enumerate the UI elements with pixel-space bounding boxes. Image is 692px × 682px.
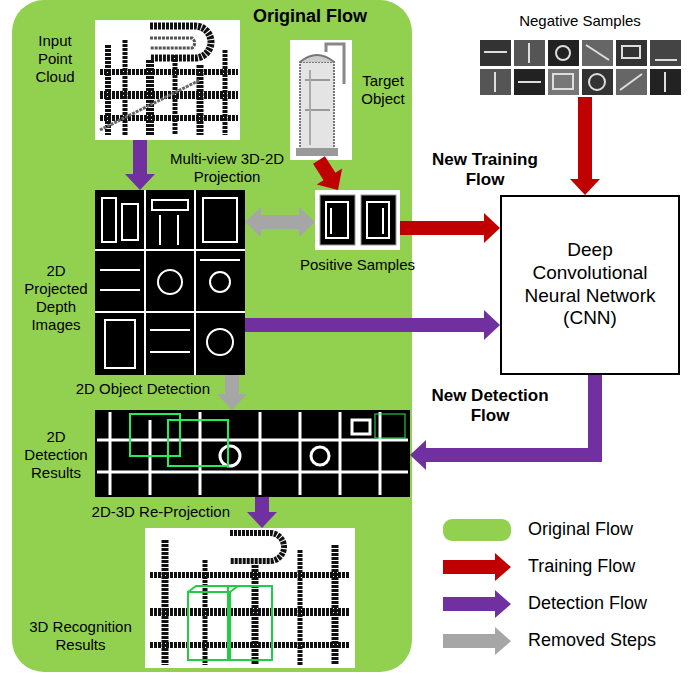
edge-label: Multi-view 3D-2D Projection <box>152 150 302 186</box>
flow-arrow <box>410 375 595 470</box>
panel-title: Original Flow <box>215 6 405 28</box>
arrow-head <box>495 590 511 618</box>
flow-arrow <box>217 375 247 410</box>
arrow-head <box>317 168 342 190</box>
arrow-head <box>247 512 277 528</box>
flow-arrow <box>400 213 500 243</box>
arrow-shaft <box>443 597 496 611</box>
legend-arrow-shape <box>443 590 511 618</box>
arrow-head <box>570 179 600 195</box>
arrow-head <box>495 627 511 655</box>
image-label: 2D Projected Depth Images <box>20 262 92 334</box>
flow-arrow <box>247 497 277 528</box>
arrow-shaft <box>578 97 592 180</box>
legend-text: Detection Flow <box>528 593 647 615</box>
arrow-head <box>245 207 261 237</box>
image-node: Positive Samples <box>315 190 400 250</box>
edge-label: 2D-3D Re-Projection <box>40 503 230 521</box>
image-label: Positive Samples <box>295 256 420 274</box>
edge-label: New Training Flow <box>420 150 550 191</box>
image-node: Target Object <box>290 40 352 160</box>
depth-images-picture <box>95 190 245 375</box>
arrow-shaft <box>245 318 485 332</box>
image-node: Input Point Cloud <box>95 20 240 140</box>
flow-arrow <box>245 207 315 237</box>
flow-arrow <box>317 160 342 190</box>
image-node: 3D Recognition Results <box>145 528 355 668</box>
legend-swatch <box>443 519 511 541</box>
process-box: Deep Convolutional Neural Network (CNN) <box>500 195 680 375</box>
arrow-head <box>299 207 315 237</box>
legend-arrow-shape <box>443 553 511 581</box>
arrow-head <box>410 440 426 470</box>
legend-text: Training Flow <box>528 556 635 578</box>
arrow-shaft <box>260 215 300 229</box>
image-node: 2D Projected Depth Images <box>95 190 245 375</box>
edge-label: 2D Object Detection <box>40 380 210 398</box>
arrow-head <box>484 213 500 243</box>
target-object-picture <box>290 40 352 160</box>
flow-panel: Original FlowInput Point CloudTarget Obj… <box>12 0 412 672</box>
arrow-shaft <box>425 375 595 455</box>
arrow-shaft <box>443 560 496 574</box>
arrow-head <box>484 310 500 340</box>
image-label: Input Point Cloud <box>20 32 90 86</box>
flow-panel-fill <box>12 0 412 672</box>
flow-arrow <box>245 310 500 340</box>
arrow-shaft <box>225 375 239 395</box>
arrow-shaft <box>400 221 485 235</box>
arrow-shaft <box>133 140 147 175</box>
legend-arrow <box>441 626 513 656</box>
positive-samples-picture <box>315 190 400 250</box>
detection-results-picture <box>95 410 410 497</box>
arrow-head <box>495 553 511 581</box>
image-label: Target Object <box>355 72 411 108</box>
box-label: Deep Convolutional Neural Network (CNN) <box>515 239 665 330</box>
arrow-head <box>217 394 247 410</box>
arrow-head <box>125 174 155 190</box>
legend-arrow <box>441 589 513 619</box>
image-node: 2D Detection Results <box>95 410 410 497</box>
legend-text: Removed Steps <box>528 630 656 652</box>
arrow-shaft <box>443 634 496 648</box>
image-node: Negative Samples <box>478 38 682 97</box>
legend-text: Original Flow <box>528 519 633 541</box>
legend-arrow <box>441 552 513 582</box>
legend-arrow-shape <box>443 627 511 655</box>
edge-label: New Detection Flow <box>425 386 555 427</box>
negative-samples-picture <box>478 38 682 97</box>
recognition-results-picture <box>145 528 355 668</box>
image-label: 3D Recognition Results <box>18 618 143 654</box>
flow-arrow <box>570 97 600 195</box>
image-label: 2D Detection Results <box>20 428 92 482</box>
image-label: Negative Samples <box>500 12 660 30</box>
arrow-shaft <box>255 497 269 513</box>
flow-arrow <box>125 140 155 190</box>
arrow-shaft <box>319 160 330 177</box>
point-cloud-picture <box>95 20 240 140</box>
